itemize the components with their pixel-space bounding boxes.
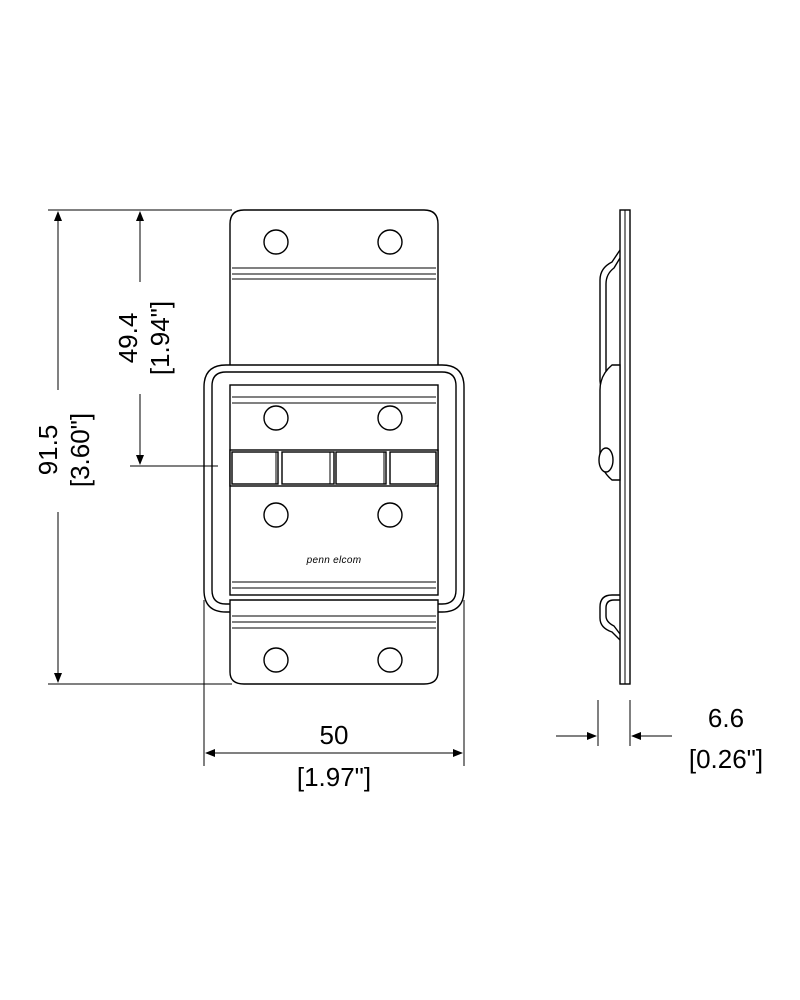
dimension-width: 50 [1.97"] xyxy=(203,600,465,792)
mounting-hole xyxy=(377,647,403,673)
bottom-leaf xyxy=(229,599,439,685)
thickness-imperial: [0.26"] xyxy=(689,744,763,774)
overall-height-imperial: [3.60"] xyxy=(65,413,95,487)
brand-logo: penn elcom xyxy=(306,555,362,566)
hinge-height-imperial: [1.94"] xyxy=(145,301,175,375)
mounting-hole xyxy=(377,405,403,431)
mounting-hole xyxy=(377,502,403,528)
mounting-hole xyxy=(263,405,289,431)
mounting-hole xyxy=(263,229,289,255)
mounting-hole xyxy=(263,502,289,528)
mounting-hole xyxy=(263,647,289,673)
dimension-overall-height: 91.5 [3.60"] xyxy=(33,209,232,685)
dimension-hinge-height: 49.4 [1.94"] xyxy=(113,211,218,467)
hinge-height-metric: 49.4 xyxy=(113,313,143,364)
thickness-metric: 6.6 xyxy=(708,703,744,733)
width-metric: 50 xyxy=(320,720,349,750)
mounting-hole xyxy=(377,229,403,255)
side-view xyxy=(598,209,631,685)
dimension-thickness: 6.6 [0.26"] xyxy=(556,700,763,774)
hinge-pin xyxy=(598,447,614,473)
front-view: penn elcom xyxy=(203,209,465,685)
overall-height-metric: 91.5 xyxy=(33,425,63,476)
width-imperial: [1.97"] xyxy=(297,762,371,792)
